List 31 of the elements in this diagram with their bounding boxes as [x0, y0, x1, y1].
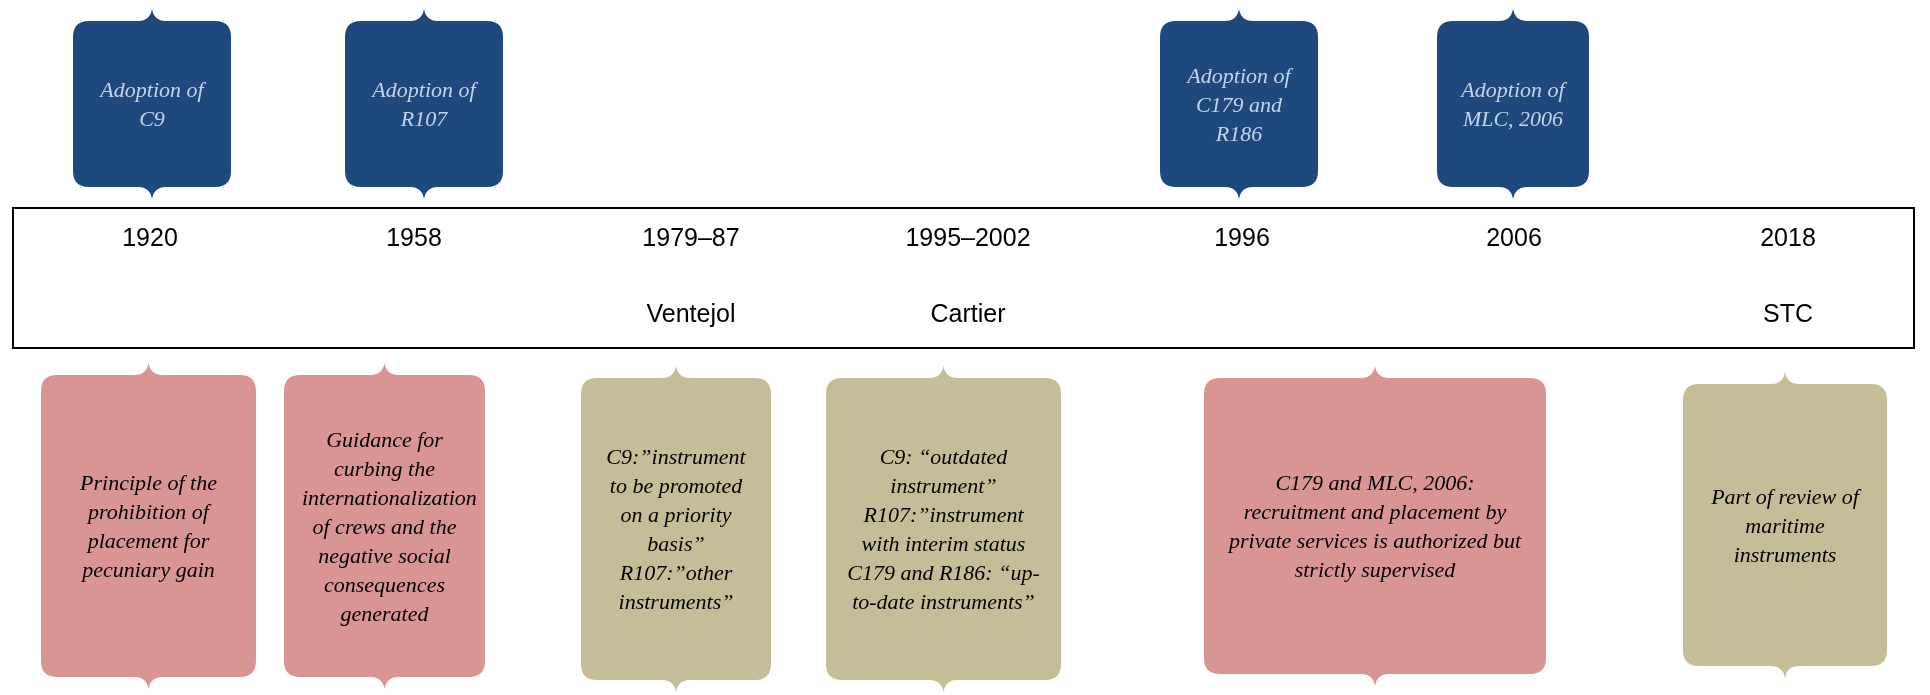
year-label: 2018: [1760, 223, 1816, 252]
year-label: 1996: [1214, 223, 1270, 252]
timeline-band: [12, 207, 1915, 349]
callout-box: [73, 9, 231, 199]
event-text: C9: “outdated instrument” R107:”instrument with interim status C179 and R186: “up-to-date instruments”: [846, 443, 1041, 616]
year-label: 1920: [122, 223, 178, 252]
callout-box: [345, 9, 503, 199]
callout-box: [284, 363, 485, 689]
callout-box: [826, 366, 1061, 692]
year-label: 1995–2002: [905, 223, 1031, 252]
event-text: Part of review of maritime instruments: [1683, 481, 1887, 569]
name-label: Cartier: [930, 299, 1006, 328]
event-text: Adoption of R107: [370, 76, 479, 133]
event-text: Principle of the prohibition of placement for pecuniary gain: [79, 469, 218, 584]
event-text: C9:”instrument to be promoted on a priority basis” R107:”other instruments”: [605, 443, 747, 616]
year-label: 1958: [386, 223, 442, 252]
event-text: C179 and MLC, 2006: recruitment and placement by private services is authorized but strictly supervised: [1227, 469, 1523, 584]
event-text: Adoption of C9: [98, 76, 207, 133]
event-text: Adoption of C179 and R186: [1185, 61, 1294, 148]
name-label: STC: [1763, 299, 1813, 328]
callout-box: [1160, 9, 1318, 199]
year-label: 1979–87: [642, 223, 740, 252]
event-text: Guidance for curbing the internationalization of crews and the negative social consequences generated: [301, 425, 478, 628]
callout-box: [41, 363, 256, 689]
event-text: Adoption of MLC, 2006: [1459, 76, 1568, 133]
callout-box: [1437, 9, 1589, 199]
year-label: 2006: [1486, 223, 1542, 252]
name-label: Ventejol: [646, 299, 736, 328]
callout-box: [1683, 372, 1887, 678]
callout-box: [1204, 366, 1546, 686]
callout-box: [581, 366, 771, 692]
